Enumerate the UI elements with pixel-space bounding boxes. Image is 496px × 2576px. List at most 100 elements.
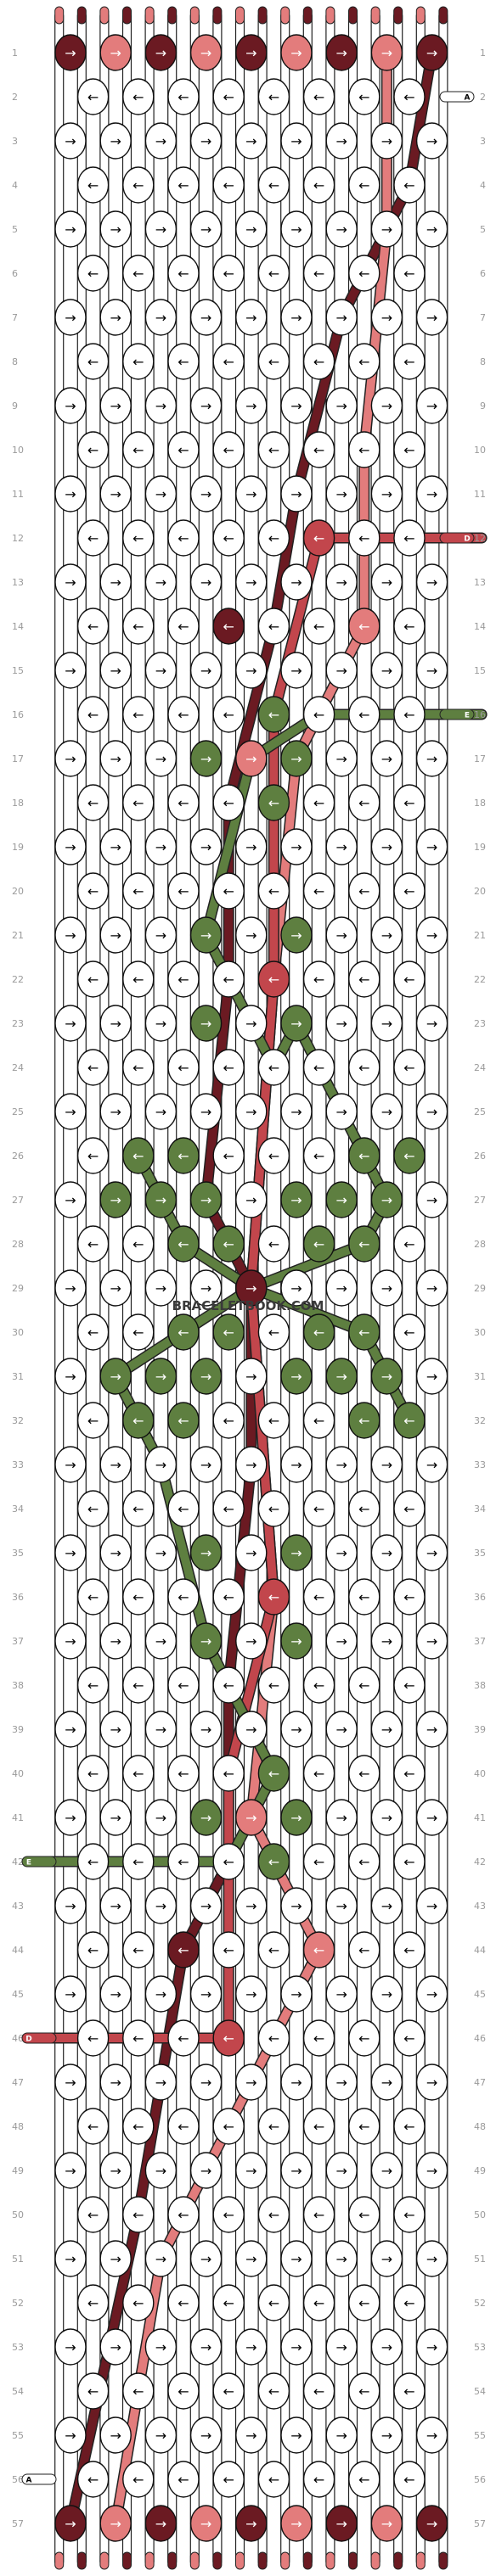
knot: ←: [257, 78, 290, 115]
knot: ←: [302, 1225, 335, 1263]
knot-shape: [99, 1005, 132, 1042]
knot: ←: [302, 2196, 335, 2233]
knot: →: [370, 1358, 403, 1395]
knot: →: [280, 740, 313, 777]
knot: ←: [167, 696, 200, 733]
knot-shape: [302, 1843, 335, 1880]
knot-shape: [76, 1843, 110, 1880]
arrow-right-icon: →: [155, 1280, 166, 1296]
knot-shape: [76, 1137, 110, 1174]
arrow-left-icon: ←: [223, 1942, 234, 1958]
arrow-left-icon: ←: [223, 2472, 234, 2488]
knot: ←: [167, 2108, 200, 2145]
arrow-left-icon: ←: [313, 266, 324, 282]
knot: →: [235, 740, 268, 777]
arrow-left-icon: ←: [268, 2119, 279, 2135]
arrow-right-icon: →: [426, 1280, 437, 1296]
knot: ←: [212, 1049, 245, 1086]
arrow-left-icon: ←: [403, 1589, 414, 1605]
knot: ←: [76, 2108, 110, 2145]
knot: →: [189, 1269, 223, 1307]
arrow-left-icon: ←: [358, 1854, 369, 1870]
knot-shape: [393, 784, 426, 821]
knot: ←: [76, 784, 110, 821]
knot-shape: [370, 1975, 403, 2013]
row-number: 32: [12, 1415, 24, 1426]
arrow-left-icon: ←: [223, 2119, 234, 2135]
knot-shape: [393, 608, 426, 645]
arrow-left-icon: ←: [223, 2207, 234, 2223]
arrow-right-icon: →: [65, 2428, 76, 2444]
knot-shape: [302, 784, 335, 821]
knot: →: [370, 2505, 403, 2542]
knot: ←: [393, 1578, 426, 1616]
arrow-right-icon: →: [290, 839, 302, 855]
knot: ←: [76, 1402, 110, 1439]
arrow-right-icon: →: [200, 574, 211, 591]
knot: →: [99, 1711, 132, 1748]
knot-shape: [189, 387, 223, 424]
arrow-left-icon: ←: [403, 1677, 414, 1694]
knot: →: [144, 299, 178, 336]
knot: →: [370, 2416, 403, 2454]
arrow-right-icon: →: [335, 1457, 347, 1473]
arrow-left-icon: ←: [313, 1501, 324, 1517]
knot-shape: [122, 343, 155, 380]
knot-shape: [280, 2240, 313, 2277]
knot: →: [235, 1622, 268, 1660]
arrow-right-icon: →: [110, 45, 121, 61]
knot: ←: [257, 166, 290, 204]
arrow-right-icon: →: [245, 2251, 256, 2267]
knot-shape: [189, 916, 223, 954]
knot-shape: [122, 1931, 155, 1968]
arrow-right-icon: →: [290, 1016, 302, 1032]
knot-shape: [370, 1358, 403, 1395]
knot: →: [370, 210, 403, 248]
knot: →: [415, 1975, 448, 2013]
arrow-left-icon: ←: [268, 2030, 279, 2047]
knot: ←: [212, 1313, 245, 1351]
knot-shape: [393, 1578, 426, 1616]
knot-shape: [280, 1005, 313, 1042]
knot: ←: [393, 1666, 426, 1704]
knot: →: [280, 2416, 313, 2454]
arrow-left-icon: ←: [268, 442, 279, 458]
arrow-left-icon: ←: [313, 1854, 324, 1870]
row-number: 14: [12, 621, 24, 632]
knot: →: [325, 2064, 358, 2101]
knot-shape: [348, 431, 380, 468]
knot: →: [99, 1975, 132, 2013]
knot: →: [235, 1358, 268, 1395]
arrow-right-icon: →: [65, 398, 76, 414]
knot: ←: [393, 2108, 426, 2145]
arrow-right-icon: →: [381, 398, 392, 414]
knot: →: [189, 652, 223, 689]
knot: ←: [76, 2461, 110, 2498]
knot-shape: [167, 1755, 200, 1792]
knot: ←: [167, 1843, 200, 1880]
knot-shape: [325, 828, 358, 865]
row-number: 36: [12, 1592, 24, 1603]
row-number: 30: [12, 1327, 24, 1338]
arrow-right-icon: →: [155, 2339, 166, 2355]
knot-shape: [302, 2284, 335, 2321]
knot-shape: [235, 34, 268, 71]
knot: →: [415, 1005, 448, 1042]
knot: →: [235, 828, 268, 865]
arrow-right-icon: →: [426, 1986, 437, 2002]
knot-shape: [167, 1137, 200, 1174]
arrow-right-icon: →: [426, 574, 437, 591]
knot: ←: [393, 1931, 426, 1968]
arrow-left-icon: ←: [132, 1236, 144, 1252]
knot: ←: [302, 1666, 335, 1704]
knot-shape: [257, 2196, 290, 2233]
arrow-left-icon: ←: [178, 1324, 189, 1341]
row-number: 25: [12, 1106, 24, 1117]
knot-shape: [144, 34, 178, 71]
knot-shape: [415, 1446, 448, 1483]
arrow-right-icon: →: [335, 1633, 347, 1649]
knot: ←: [348, 784, 380, 821]
knot-shape: [393, 696, 426, 733]
knot: ←: [348, 2196, 380, 2233]
knot-shape: [99, 2416, 132, 2454]
